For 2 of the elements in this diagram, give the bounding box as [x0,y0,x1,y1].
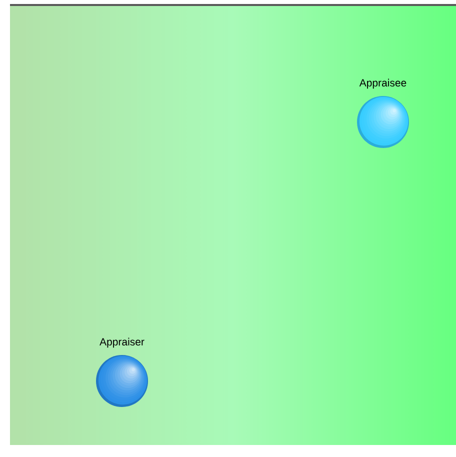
node-label: Appraisee [359,78,406,89]
node-label: Appraiser [100,338,144,348]
